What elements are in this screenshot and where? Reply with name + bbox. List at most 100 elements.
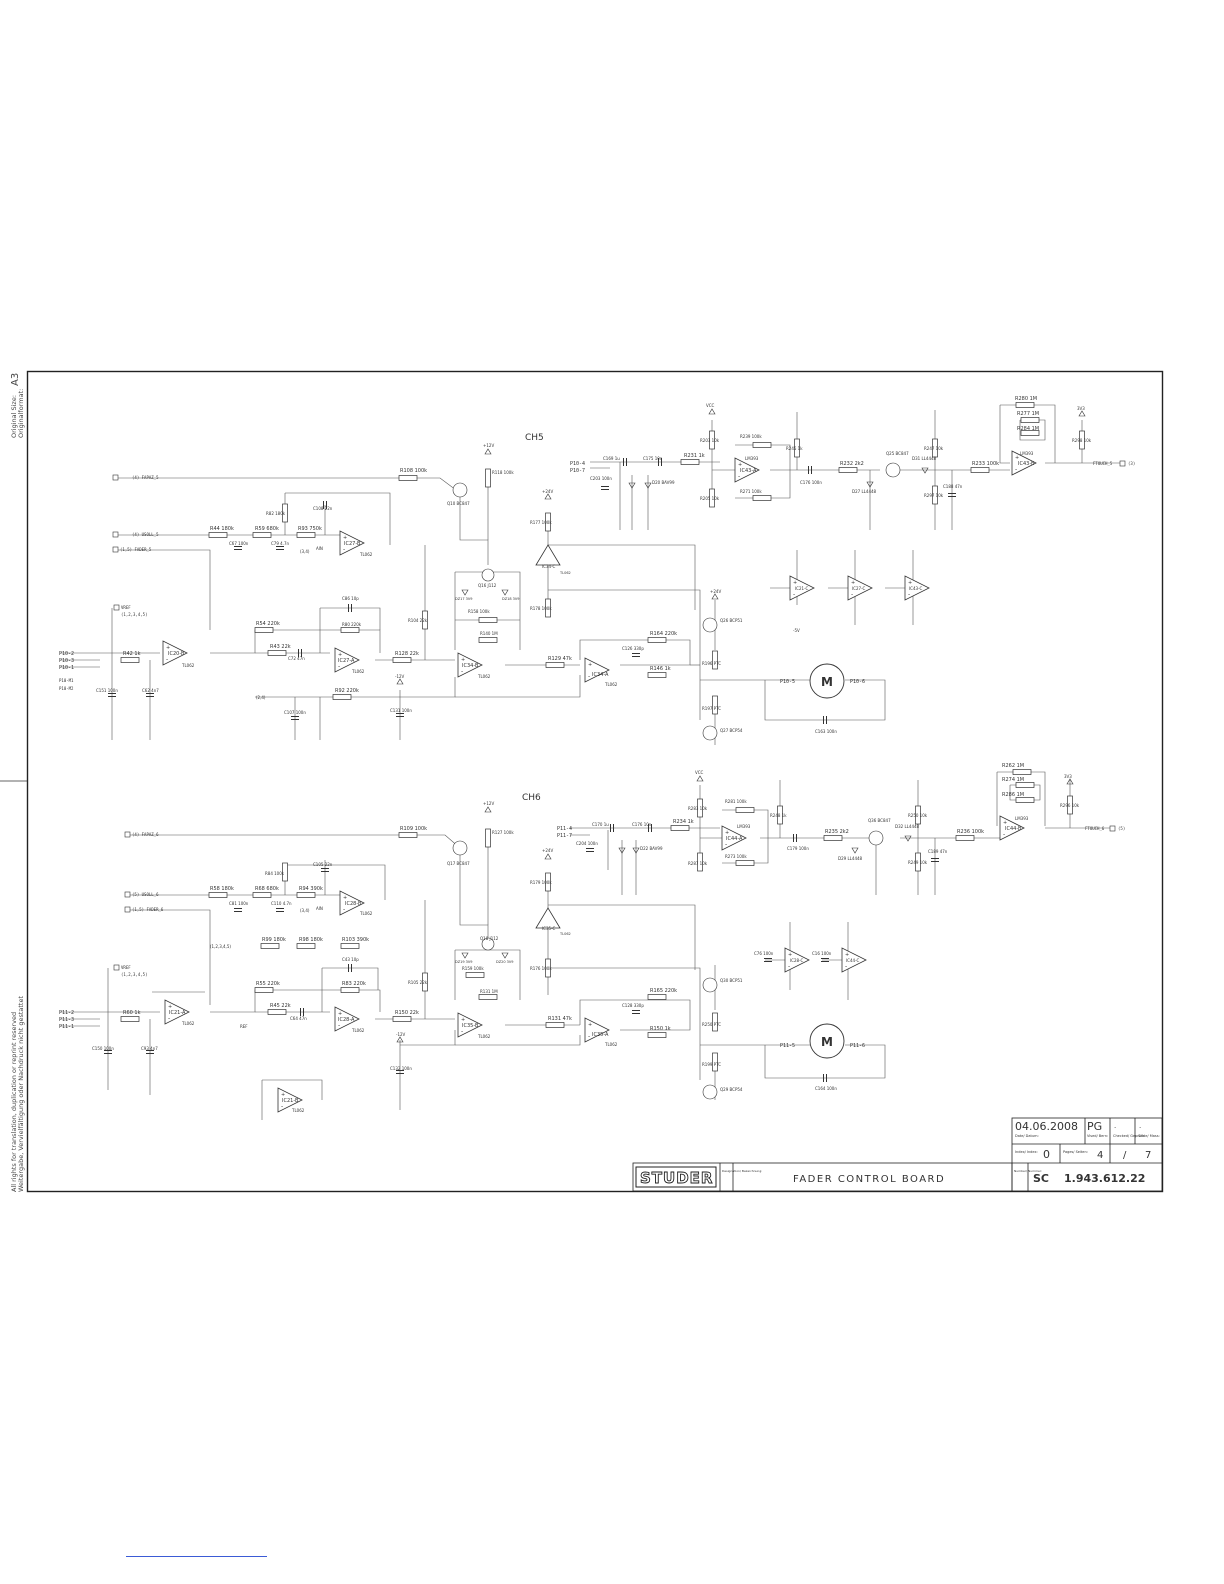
ch6-note-34: (3,4) [300,908,310,913]
ch5-c131: C131 100n [390,708,412,713]
resistor-icon [260,943,280,949]
ch5-ftouch-ref: (3) [1128,461,1135,466]
ch5-r197: R197 PTC [702,706,721,711]
resistor-icon [120,1016,140,1022]
footer-rule [126,1556,267,1557]
ch5-r164: R164 220k [650,631,677,637]
ch5-c176: C176 100n [800,480,822,485]
ch5-c67: C67 100n [229,541,249,546]
title-page-separator: / [1123,1150,1127,1161]
resistor-icon [252,532,272,538]
ch5-r271: R271 100k [740,489,762,494]
ch5-ic27c: IC27-C [852,586,866,591]
ch5-c62: C62 4n7 [142,688,159,693]
ch5-ic43b: IC43-B [1018,461,1035,467]
ch5-dz17: DZ17 3V9 [455,597,473,601]
ch5-rail-24v-b: +24V [710,589,721,594]
drawing-frame [26,370,1164,1193]
resistor-icon [955,835,975,841]
ch6-input-usoll: (5) USOLL_6 [132,892,159,897]
ch6-c81: C81 100n [229,901,249,906]
ch5-r178: R178 100k [530,606,552,611]
capacitor-icon [631,653,641,657]
ch6-ic44c: IC44-C [846,958,860,963]
ch6-r179: R179 100k [530,880,552,885]
resistor-icon [647,637,667,643]
ch5-r280: R280 1M [1015,396,1037,402]
resistor-icon [120,657,140,663]
ch5-r205: R205 10k [700,496,720,501]
capacitor-icon [585,848,595,852]
ch6-c179: C179 100n [787,846,809,851]
ch6-ic35b: IC35-B [462,1023,479,1029]
ch6-r98: R98 180k [299,937,323,943]
resistor-icon [478,637,498,643]
brand-logo-text: STUDER [640,1169,713,1187]
ch6-c128: C128 330p [622,1003,644,1008]
ch6-ic35a-type: TL062 [604,1042,618,1047]
ch6-r281: R281 100k [725,799,747,804]
connector-icon [112,531,119,538]
ch5-r44: R44 180k [210,526,234,532]
ch6-dz20: DZ20 3V9 [496,960,514,964]
resistor-icon [1020,417,1040,423]
ch6-ic28b: IC28-B [345,901,362,907]
resistor-icon [680,459,700,465]
resistor-icon [252,892,272,898]
motor-icon [809,1023,845,1059]
ch6-d29: D29 LL4448 [838,856,863,861]
ch5-input-fader: (1,5) FADER_5 [120,547,152,552]
ch6-r105: R105 22k [408,980,428,985]
ch5-ftouch: FTOUCH_5 [1093,461,1113,466]
title-document-number: 1.943.612.22 [1064,1172,1145,1185]
ch5-q26: Q26 BCP51 [720,618,743,623]
ch5-c126: C126 330p [622,646,644,651]
ch5-r93: R93 750k [298,526,322,532]
ch6-r274: R274 1M [1002,777,1024,783]
resistor-icon [1015,782,1035,788]
ch5-c188: C188 47n [943,484,963,489]
resistor-icon [254,627,274,633]
ch6-ftouch: FTOUCH_6 [1085,826,1105,831]
capacitor-icon [233,908,243,912]
ch6-ic21b-type: TL062 [291,1108,305,1113]
ch6-d22: D22 BAV99 [640,846,663,851]
ch6-r199: R199 PTC [702,1062,721,1067]
title-drawn-by: PG [1087,1120,1102,1133]
rail-arrow-icon [544,493,552,500]
ch6-r45: R45 22k [270,1003,291,1009]
ch6-ic28b-type: TL062 [359,911,373,916]
ch6-r250a: R250 PTC [702,1022,721,1027]
resistor-icon [398,475,418,481]
title-scale-label: Scale/ Mass: [1138,1134,1160,1138]
ch5-c107: C107 100n [284,710,306,715]
opamp-icon [584,1017,610,1043]
transistor-icon [702,617,718,633]
ch5-motor-label: M [821,675,833,689]
diode-icon [904,835,912,842]
jfet-icon [481,937,495,951]
rail-arrow-icon [396,678,404,685]
ch6-r68: R68 680k [255,886,279,892]
ch5-ic43b-type: LM393 [1020,451,1034,456]
resistor-icon [478,617,498,623]
rail-arrow-icon [696,775,704,782]
ch5-pin-p10-1: P10-1 [59,665,74,671]
rail-arrow-icon [708,408,716,415]
ch5-r108: R108 100k [400,468,427,474]
ch6-rail-vcc: VCC [695,770,704,775]
resistor-icon [267,1009,287,1015]
ch6-ic44a: IC44-A [726,836,743,842]
resistor-icon [970,467,990,473]
ch5-circuit: (4) FAPAZ_5 (4) USOLL_5 (1,5) FADER_5 P1… [59,396,1135,741]
ch5-r158: R158 100k [468,609,490,614]
ch5-r284: R284 1M [1017,426,1039,432]
connector-icon [112,546,119,553]
resistor-icon [485,828,491,848]
ch6-dz19: DZ19 3V9 [455,960,473,964]
motor-icon [809,663,845,699]
ch6-ic28a-type: TL062 [351,1028,365,1033]
ch5-c163: C163 100n [815,729,837,734]
ch6-ic21b: IC21-B [282,1098,299,1104]
ch6-d32: D32 LL4448 [895,824,920,829]
